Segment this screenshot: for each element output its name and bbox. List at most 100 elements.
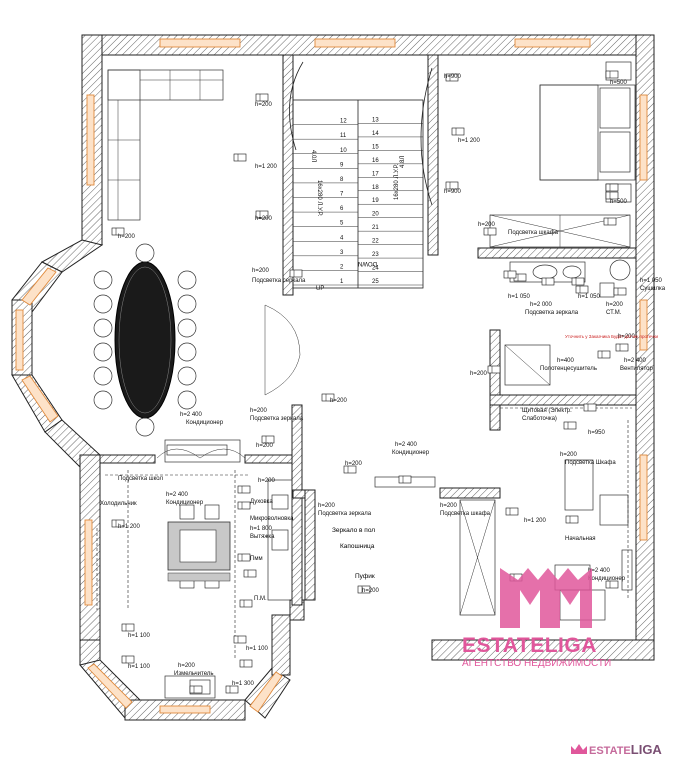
- label-sushilka: Сушилка: [640, 286, 666, 292]
- label-h200-n: h=200: [318, 503, 336, 509]
- label-h200-e: h=200: [478, 222, 496, 228]
- socket-symbol: [445, 73, 459, 82]
- label-h200-q: h=200: [258, 478, 276, 484]
- label-kaposhnitsa: Капошница: [340, 543, 375, 550]
- label-h500-a: h=500: [610, 80, 628, 86]
- chair: [177, 390, 197, 410]
- socket-symbol: [505, 507, 519, 516]
- label-nachalnaya: Начальная: [565, 536, 596, 542]
- label-h500-b: h=500: [610, 199, 628, 205]
- socket-symbol: [615, 343, 629, 352]
- chair: [93, 342, 113, 362]
- socket-symbol: [121, 655, 135, 664]
- label-posudomoyka: Пмм: [250, 556, 263, 562]
- socket-symbol: [541, 277, 555, 286]
- label-vytyazhka: Вытяжка: [250, 534, 275, 540]
- stair-step-number: 25: [372, 279, 379, 285]
- socket-symbol: [239, 659, 253, 668]
- stair-step-number: 14: [372, 131, 379, 137]
- socket-symbol: [575, 285, 589, 294]
- socket-symbol: [111, 227, 125, 236]
- stair-step-number: 6: [340, 206, 344, 212]
- svg-text:ESTATELIGA: ESTATELIGA: [589, 742, 662, 757]
- socket-symbol: [605, 580, 619, 589]
- socket-symbol: [603, 217, 617, 226]
- label-podsvetka-shkafa-b: Подсветка Шкафа: [565, 460, 616, 466]
- chair: [135, 243, 155, 263]
- label-slabotochka: Слаботочка): [522, 416, 557, 422]
- label-h900-a: h=900: [444, 74, 462, 80]
- socket-symbol: [597, 350, 611, 359]
- label-h2400-d: h=2 400: [588, 568, 611, 574]
- label-izmelchitel: Измельчитель: [174, 671, 213, 677]
- windows: [15, 38, 648, 714]
- label-h1200-b: h=1 200: [255, 164, 278, 170]
- socket-symbol: [237, 485, 251, 494]
- stair-step-number: 17: [372, 171, 379, 177]
- label-konditsioner-a: Кондиционер: [186, 420, 224, 426]
- chair: [135, 417, 155, 437]
- label-h200-b: h=200: [255, 216, 273, 222]
- label-konditsioner-d: Кондиционер: [166, 500, 204, 506]
- label-h1050-a: h=1 050: [508, 294, 531, 300]
- socket-symbol: [483, 227, 497, 236]
- label-h2400-b: h=2 400: [180, 412, 203, 418]
- chair: [177, 342, 197, 362]
- dining-table-oval: [93, 243, 197, 437]
- stair-step-number: 2: [340, 264, 344, 270]
- stair-step-number: 4: [340, 235, 344, 241]
- chair: [177, 318, 197, 338]
- stair-step-number: 8: [340, 177, 344, 183]
- chair: [177, 270, 197, 290]
- logo-mark-icon: [500, 568, 592, 628]
- stair-step-number: 23: [372, 252, 379, 258]
- label-h200-i: h=200: [560, 452, 578, 458]
- label-podsvetka-serkala: Подсветка серкала: [252, 278, 306, 284]
- label-h200-j: h=200: [250, 408, 268, 414]
- chair: [177, 366, 197, 386]
- stair-step-number: 13: [372, 117, 379, 123]
- socket-markers: [111, 70, 629, 694]
- label-podsvetka-zerkala-c: Подсветка зеркала: [318, 511, 372, 517]
- label-podsvetka-shkaf-c: Подсветка шкафа: [440, 511, 491, 517]
- socket-symbol: [343, 465, 357, 474]
- logo-subtitle: АГЕНТСТВО НЕДВИЖИМОСТИ: [462, 658, 611, 669]
- label-h200-d: h=200: [118, 234, 136, 240]
- label-konditsioner-c: Кондиционер: [588, 576, 626, 582]
- label-h2400-c: h=2 400: [395, 442, 418, 448]
- socket-symbol: [189, 685, 203, 694]
- label-h1800: h=1 800: [250, 526, 273, 532]
- chair: [93, 390, 113, 410]
- socket-symbol: [233, 153, 247, 162]
- label-h1100-c: h=1 100: [128, 664, 151, 670]
- label-ventilyator: Вентилятор: [620, 366, 654, 372]
- label-podsvetka-shkafa-a: Подсветка шкафа: [508, 230, 559, 236]
- stair-step-number: 7: [340, 192, 344, 198]
- stair-step-number: 11: [340, 133, 347, 139]
- socket-symbol: [239, 599, 253, 608]
- socket-symbol: [225, 685, 239, 694]
- label-podsvetka-zerkala-a: Подсветка зеркала: [525, 310, 579, 316]
- label-h200-k: h=200: [256, 443, 274, 449]
- stair-step-number: 10: [340, 148, 347, 154]
- label-h1200-a: h=1 200: [458, 138, 481, 144]
- socket-symbol: [243, 569, 257, 578]
- bedroom-bed: [539, 61, 636, 203]
- socket-symbol: [255, 93, 269, 102]
- label-h200-r: h=200: [178, 663, 196, 669]
- kitchen-table: [167, 504, 231, 589]
- stair-step-number: 1: [340, 279, 344, 285]
- socket-symbol: [605, 183, 619, 192]
- label-pufik: Пуфик: [355, 573, 375, 580]
- label-h200-a: h=200: [255, 102, 273, 108]
- stair-step-number: 15: [372, 144, 379, 150]
- label-dukhovka: Духовка: [250, 499, 273, 505]
- kitchen-counter: [164, 439, 293, 699]
- annotations: h=900 h=1 200 h=900 h=200 h=1 200 h=200 …: [100, 74, 666, 687]
- label-kholodilnik: Холодильник: [100, 501, 137, 507]
- socket-symbol: [571, 277, 585, 286]
- label-mikrovolnovka: Микроволновка: [250, 516, 294, 522]
- socket-symbol: [487, 365, 501, 374]
- label-h1100-b: h=1 100: [246, 646, 269, 652]
- watermark-suffix: LIGA: [631, 742, 663, 757]
